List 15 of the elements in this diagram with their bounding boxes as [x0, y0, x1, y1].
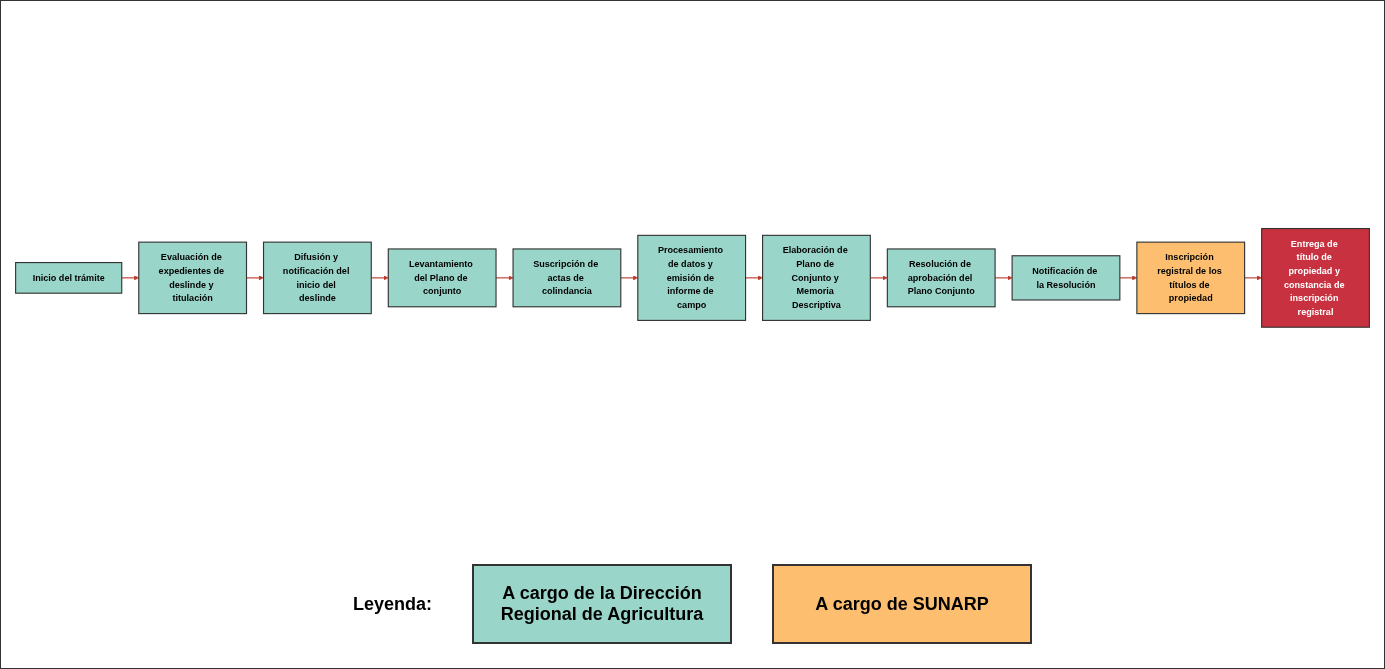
- node-box: Evaluación de expedientes de deslinde y titulación: [138, 241, 248, 314]
- node-box: Procesamiento de datos y emisión de informe de campo: [637, 234, 747, 321]
- legend-heading: Leyenda:: [353, 593, 432, 615]
- node-box: Entrega de título de propiedad y constancia de inscripción registral: [1261, 227, 1370, 328]
- node-box: Suscripción de actas de colindancia: [512, 248, 622, 307]
- legend-swatch: A cargo de SUNARP: [772, 564, 1032, 644]
- arrow: [745, 275, 763, 280]
- node-box: Levantamiento del Plano de conjunto: [387, 248, 497, 307]
- node-box: Elaboración de Plano de Conjunto y Memoria Descriptiva: [762, 234, 871, 321]
- node-box: Resolución de aprobación del Plano Conjunto: [886, 248, 996, 307]
- legend-swatch: A cargo de la Dirección Regional de Agricultura: [472, 564, 732, 644]
- node-box: Inscripción registral de los títulos de propiedad: [1136, 241, 1246, 314]
- node-box: Difusión y notificación del inicio del deslinde: [262, 241, 372, 314]
- node-box: Notificación de la Resolución: [1011, 254, 1121, 301]
- node-box: Inicio del trámite: [15, 261, 123, 294]
